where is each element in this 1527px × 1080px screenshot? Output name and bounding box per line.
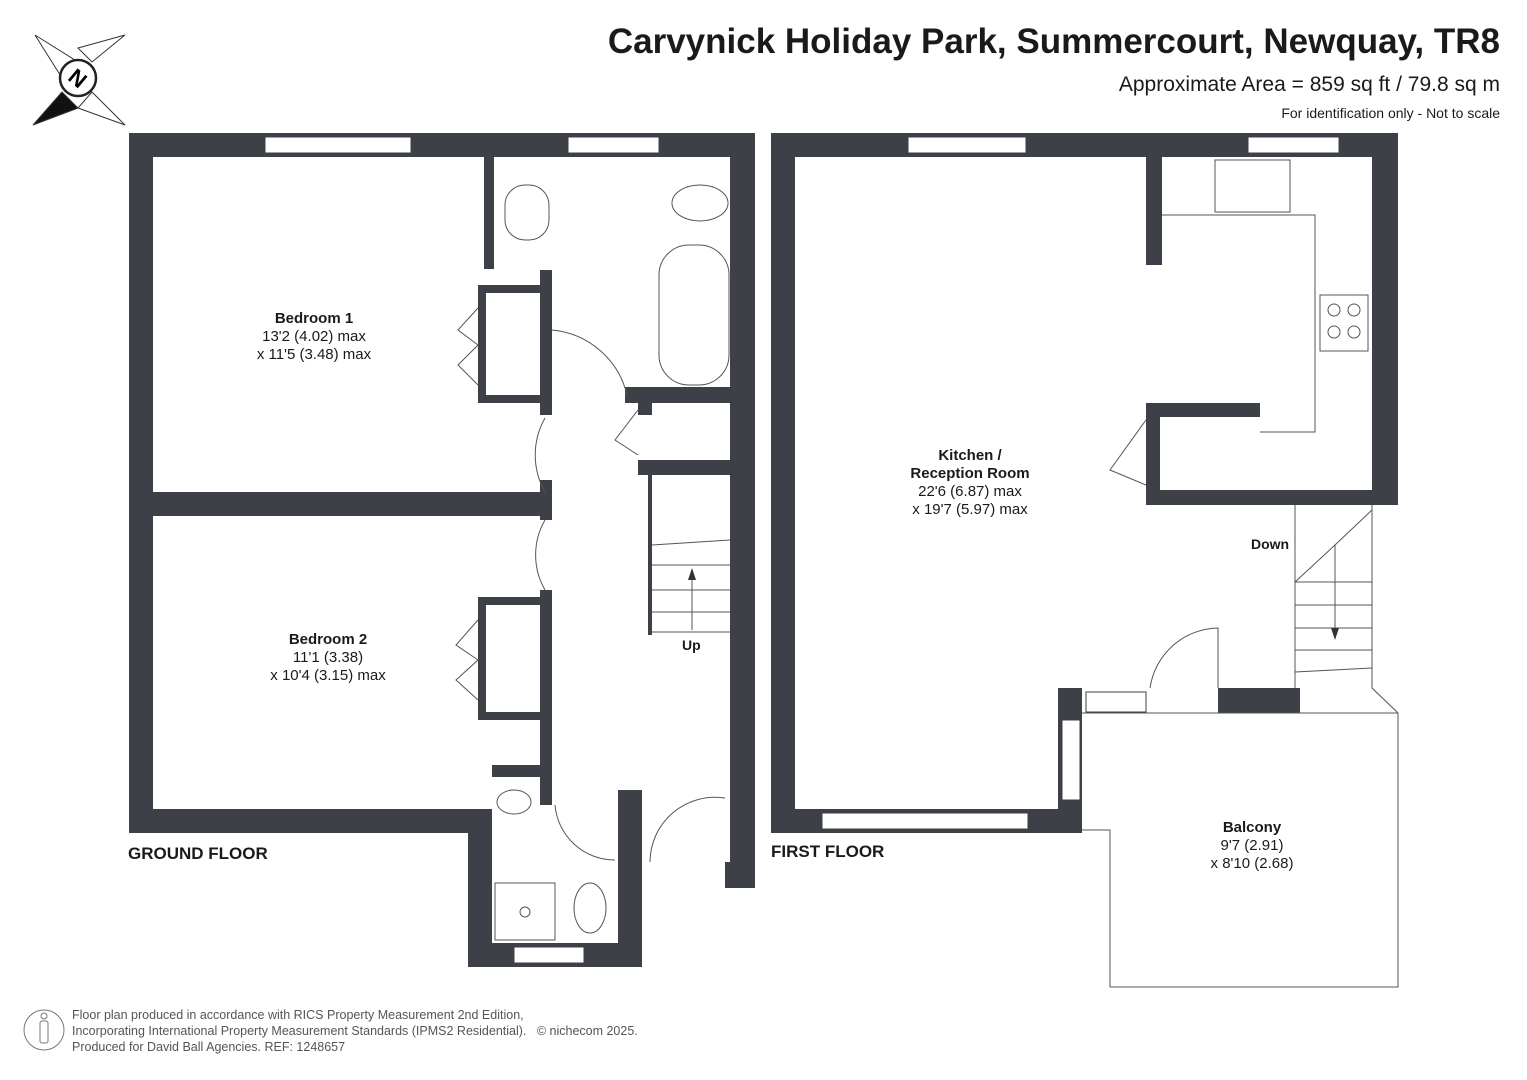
room-dimension: 13'2 (4.02) max <box>262 328 366 345</box>
room-dimension: x 8'10 (2.68) <box>1210 855 1294 872</box>
first-floor-windows <box>821 136 1340 830</box>
room-label-balcony: Balcony 9'7 (2.91) x 8'10 (2.68) <box>1211 819 1294 873</box>
first-floor-fixtures <box>1082 159 1399 988</box>
ground-floor-label: GROUND FLOOR <box>128 844 268 863</box>
room-label-bedroom-2: Bedroom 2 11'1 (3.38) x 10'4 (3.15) max <box>270 631 385 685</box>
footer-disclaimer: Floor plan produced in accordance with R… <box>72 1007 638 1055</box>
page-title: Carvynick Holiday Park, Summercourt, New… <box>607 22 1500 61</box>
room-name: Bedroom 2 <box>288 631 368 648</box>
ground-floor-fixtures <box>455 184 731 941</box>
room-name: Bedroom 1 <box>274 310 354 327</box>
room-name: Reception Room <box>910 465 1030 482</box>
ground-floor-walls <box>129 133 755 967</box>
scale-note: For identification only - Not to scale <box>1281 105 1500 121</box>
room-label-bedroom-1: Bedroom 1 13'2 (4.02) max x 11'5 (3.48) … <box>257 310 371 364</box>
room-dimension: 9'7 (2.91) <box>1220 837 1284 854</box>
room-dimension: 11'1 (3.38) <box>292 649 364 666</box>
copyright: © nichecom 2025. <box>536 1024 638 1038</box>
room-name: Kitchen / <box>938 447 1002 464</box>
ground-floor-windows <box>264 136 660 964</box>
room-label-kitchen-reception: Kitchen / Reception Room 22'6 (6.87) max… <box>910 447 1029 519</box>
accessibility-icon <box>23 1009 65 1051</box>
compass-icon <box>32 34 126 126</box>
footer-line: Produced for David Ball Agencies. REF: 1… <box>72 1040 346 1054</box>
room-name: Balcony <box>1222 819 1282 836</box>
footer-line: Incorporating International Property Mea… <box>72 1023 638 1039</box>
approximate-area: Approximate Area = 859 sq ft / 79.8 sq m <box>1118 73 1500 96</box>
footer-line-text: Incorporating International Property Mea… <box>72 1024 527 1038</box>
first-floor-label: FIRST FLOOR <box>771 842 885 861</box>
room-dimension: x 19'7 (5.97) max <box>912 501 1028 518</box>
stairs-up-label: Up <box>682 637 701 653</box>
first-floor-walls <box>771 133 1398 833</box>
footer-line: Floor plan produced in accordance with R… <box>72 1008 524 1022</box>
room-dimension: x 10'4 (3.15) max <box>270 667 386 684</box>
stairs-down-label: Down <box>1251 536 1290 552</box>
room-dimension: x 11'5 (3.48) max <box>256 346 372 363</box>
room-dimension: 22'6 (6.87) max <box>918 483 1022 500</box>
